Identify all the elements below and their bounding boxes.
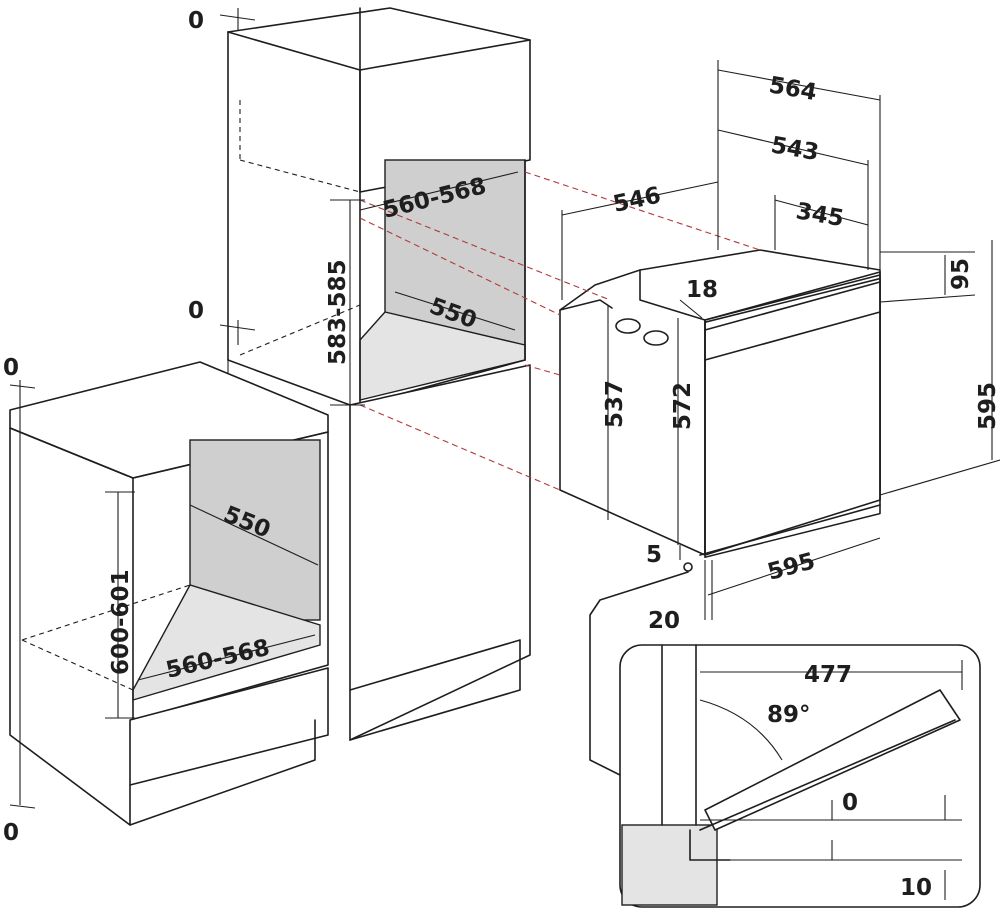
dimension-lines: [9, 8, 1000, 809]
oven-vent-right: [643, 330, 669, 346]
dim-detail-ten: 10: [900, 875, 932, 901]
dim-oven-top-offset: 18: [686, 277, 718, 303]
dim-oven-body-height-back: 537: [602, 380, 628, 428]
dim-oven-depth-body: 543: [769, 132, 821, 166]
oven-door: [704, 277, 881, 559]
dim-detail-zero: 0: [842, 790, 858, 816]
detail-marker: [683, 562, 693, 572]
dim-oven-width: 595: [765, 548, 818, 586]
base-niche-back: [189, 439, 321, 621]
oven-vent-left: [615, 318, 641, 334]
dim-base-left-zero-top: 0: [3, 355, 19, 381]
dim-tall-niche-height: 583-585: [325, 259, 351, 365]
dim-oven-door-thickness: 20: [648, 608, 680, 634]
alignment-guides: [359, 171, 761, 491]
dim-oven-bottom-gap: 5: [646, 542, 662, 568]
base-cabinet: [9, 361, 329, 826]
door-detail-callout: [589, 571, 981, 908]
dim-oven-depth-top: 345: [794, 198, 846, 232]
dim-door-open-angle: 89°: [767, 702, 811, 728]
dim-oven-depth-total: 564: [767, 72, 819, 106]
dim-door-open-reach: 477: [804, 662, 852, 688]
dim-oven-body-height-front: 572: [670, 382, 696, 430]
tall-cabinet: [227, 7, 531, 741]
dim-tall-top-zero: 0: [188, 8, 204, 34]
dim-tall-mid-zero: 0: [188, 298, 204, 324]
dim-oven-depth-side: 546: [611, 182, 663, 217]
oven: [559, 249, 881, 572]
dim-oven-panel-height: 95: [948, 258, 974, 290]
dim-base-left-zero-bottom: 0: [3, 820, 19, 846]
dim-oven-height: 595: [975, 382, 1000, 430]
detail-frame: [619, 644, 981, 908]
dim-base-niche-height: 600-601: [108, 569, 134, 675]
